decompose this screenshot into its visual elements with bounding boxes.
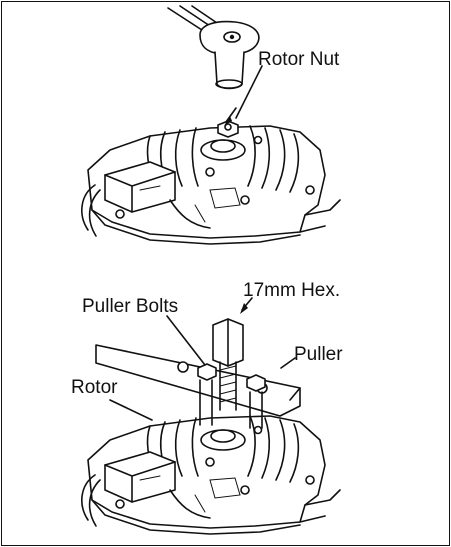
- hex-arrow: [240, 303, 248, 314]
- label-rotor-nut: Rotor Nut: [258, 49, 340, 70]
- label-puller-bolts: Puller Bolts: [82, 296, 179, 317]
- hex-bolt: [212, 318, 244, 411]
- label-puller: Puller: [294, 344, 343, 365]
- leader-rotor: [109, 399, 153, 421]
- leader-rotor-nut: [235, 65, 263, 119]
- top-engine: [81, 125, 341, 245]
- rotor-nut: [217, 107, 239, 138]
- bottom-engine: [81, 415, 341, 535]
- wrench: [167, 5, 260, 90]
- label-hex: 17mm Hex.: [243, 280, 341, 301]
- puller-bolts: [197, 363, 266, 429]
- leader-puller: [280, 357, 296, 369]
- leader-puller-bolts: [166, 315, 206, 366]
- label-rotor: Rotor: [71, 377, 118, 398]
